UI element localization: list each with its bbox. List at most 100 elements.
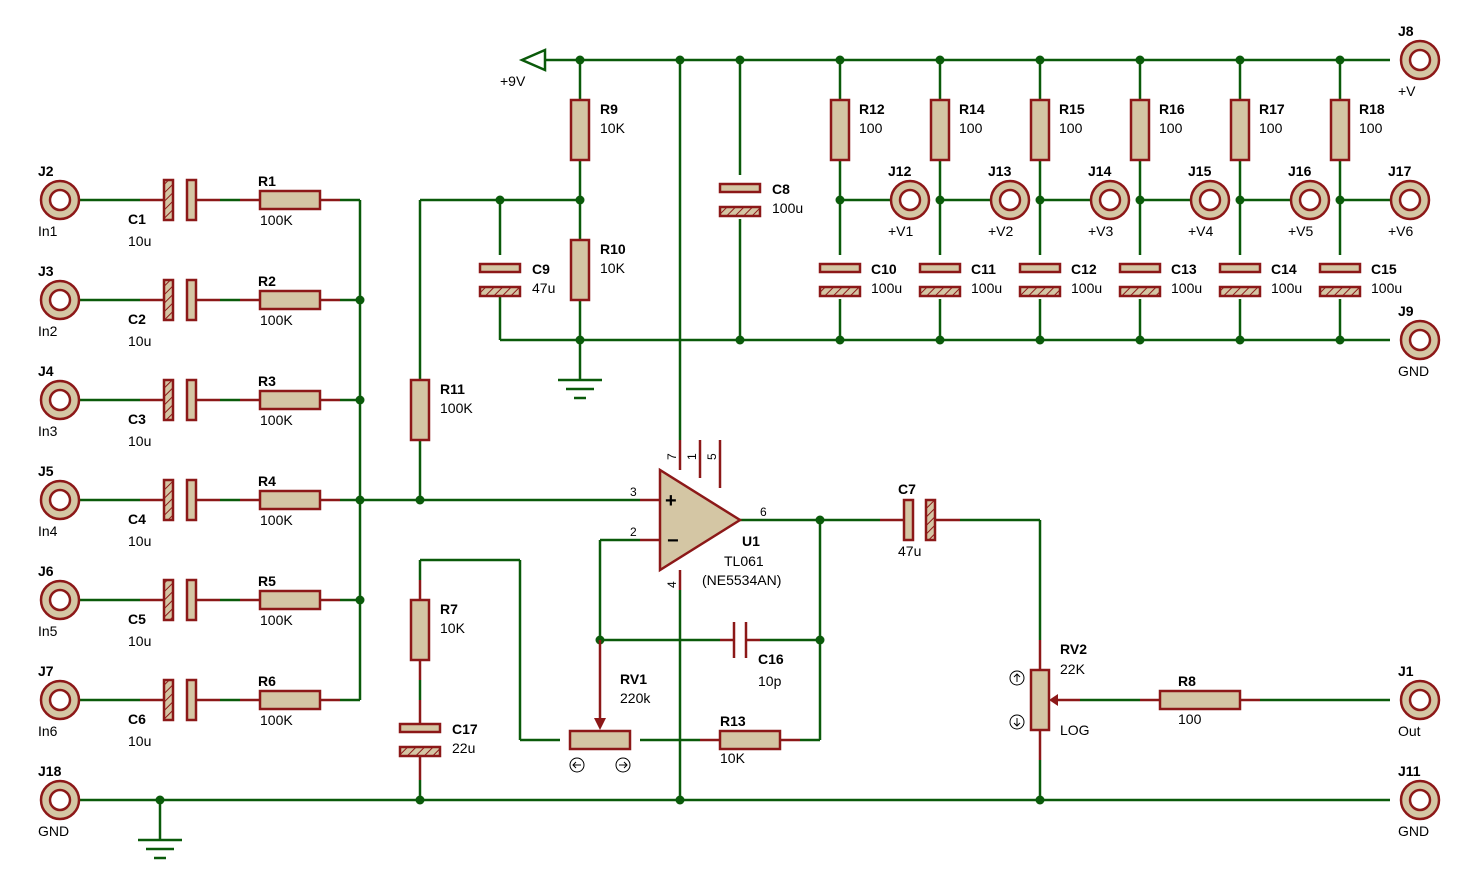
j6-label: In5	[38, 623, 58, 639]
connector-j17[interactable]: J17+V6	[1388, 163, 1431, 239]
r8-ref: R8	[1178, 673, 1196, 689]
resistor-r10: R10 10K	[569, 238, 626, 302]
c2-ref: C2	[128, 311, 146, 327]
vcc-label: +9V	[500, 73, 526, 89]
c7-value: 47u	[898, 543, 921, 559]
connector-j12[interactable]: J12+V1	[888, 163, 931, 239]
junction-dot	[575, 195, 585, 205]
c9-value: 47u	[532, 280, 555, 296]
junction-dot	[1335, 195, 1345, 205]
c11-value: 100u	[971, 280, 1002, 296]
connector-j16[interactable]: J16+V5	[1288, 163, 1331, 239]
r4-value: 100K	[260, 512, 293, 528]
j4-ref: J4	[38, 363, 54, 379]
c16-ref: C16	[758, 651, 784, 667]
connector-j14[interactable]: J14+V3	[1088, 163, 1131, 239]
junction-dot	[415, 495, 425, 505]
c4-ref: C4	[128, 511, 146, 527]
r3-ref: R3	[258, 373, 276, 389]
connector-j13[interactable]: J13+V2	[988, 163, 1031, 239]
j11-ref: J11	[1398, 763, 1421, 779]
junction-dot	[1235, 195, 1245, 205]
j15-label: +V4	[1188, 223, 1214, 239]
c3-value: 10u	[128, 433, 151, 449]
r4-ref: R4	[258, 473, 276, 489]
junction-dot	[735, 335, 745, 345]
junction-dot	[1035, 195, 1045, 205]
ground-symbol-top	[558, 378, 602, 400]
junction-dot	[1335, 55, 1345, 65]
j3-ref: J3	[38, 263, 54, 279]
junction-dot	[835, 335, 845, 345]
junction-dot	[935, 335, 945, 345]
j5-label: In4	[38, 523, 58, 539]
r2-ref: R2	[258, 273, 276, 289]
connector-j8[interactable]: J8+V	[1398, 23, 1441, 99]
rv1-value: 220k	[620, 690, 651, 706]
j2-ref: J2	[38, 163, 54, 179]
c8-value: 100u	[772, 200, 803, 216]
connector-j15[interactable]: J15 +V4	[1188, 163, 1231, 239]
vcc-flag: +9V	[500, 48, 547, 89]
junction-dot	[355, 295, 365, 305]
capacitor-c16: C16 10p	[720, 622, 784, 689]
rv1-ref: RV1	[620, 671, 647, 687]
junction-dot	[935, 195, 945, 205]
r12-ref: R12	[859, 101, 885, 117]
r1-value: 100K	[260, 212, 293, 228]
c3-ref: C3	[128, 411, 146, 427]
j15-ref: J15	[1188, 163, 1212, 179]
opamp-body	[658, 467, 743, 573]
r1-ref: R1	[258, 173, 276, 189]
j5-ref: J5	[38, 463, 54, 479]
rv2-increase-icon	[1009, 670, 1025, 686]
resistor-r8: R8 100	[1140, 673, 1260, 727]
r18-ref: R18	[1359, 101, 1385, 117]
opamp-minus: −	[667, 530, 679, 552]
potentiometer-rv1: RV1 220k	[568, 640, 651, 773]
junction-dot	[1135, 335, 1145, 345]
supply-filters: R12100C10100uR14100C11100uR15100C12100uR…	[818, 98, 1402, 299]
r12-value: 100	[859, 120, 883, 136]
c14-ref: C14	[1271, 261, 1297, 277]
j7-ref: J7	[38, 663, 54, 679]
feedback-network: C16 10p RV1 220k R13 10K	[398, 580, 800, 780]
j1-ref: J1	[1398, 663, 1414, 679]
junction-dot	[575, 335, 585, 345]
junction-dot	[835, 55, 845, 65]
resistor-r1: R1 100K	[240, 173, 340, 228]
j11-label: GND	[1398, 823, 1429, 839]
r5-ref: R5	[258, 573, 276, 589]
j16-label: +V5	[1288, 223, 1314, 239]
junction-dot	[1035, 795, 1045, 805]
r11-ref: R11	[440, 381, 465, 397]
c17-ref: C17	[452, 721, 478, 737]
input-stages: C110uR1100KC210uR2100KC310uR3100KC410uR4…	[128, 173, 340, 749]
c7-ref: C7	[898, 481, 916, 497]
c12-ref: C12	[1071, 261, 1097, 277]
junction-dot	[835, 195, 845, 205]
c16-value: 10p	[758, 673, 782, 689]
